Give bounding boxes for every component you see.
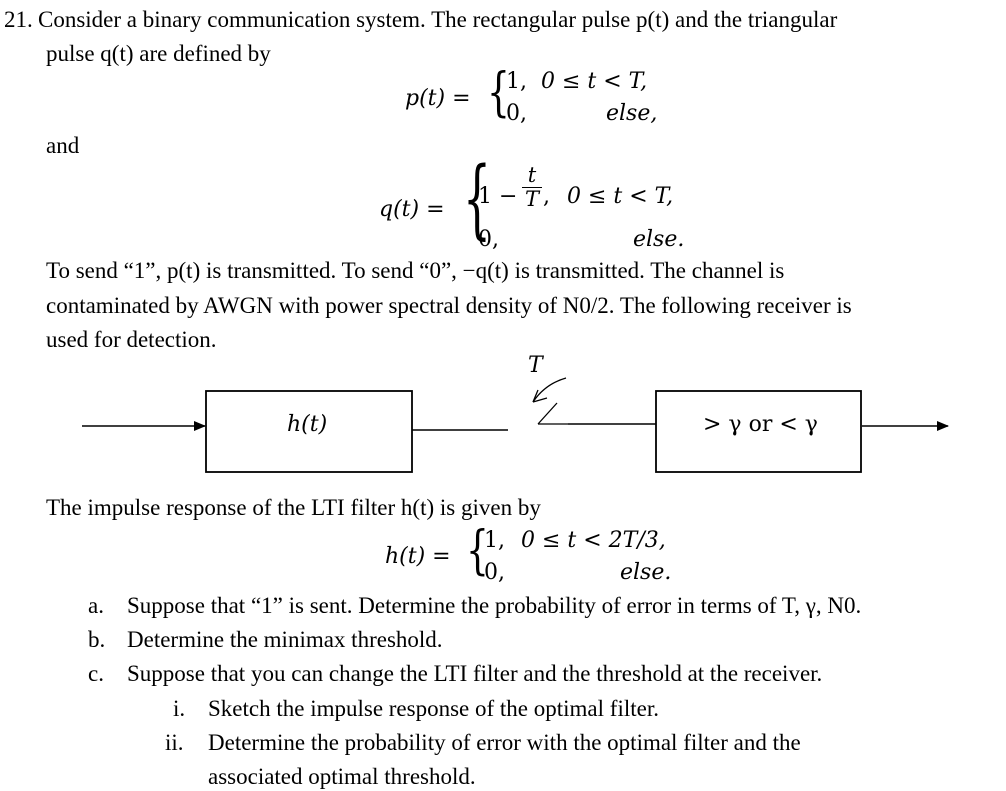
q-def-case2-value: 0, [478, 227, 499, 252]
sampler-arc [532, 377, 567, 403]
sampler-blade [537, 402, 558, 425]
p-def-case1-value: 1, [506, 69, 527, 94]
subpart-i-label: i. [173, 696, 186, 721]
q-def-fraction-bar [522, 187, 542, 188]
part-b-label: b. [88, 627, 106, 652]
q-def-case1-condition: 0 ≤ t < T, [567, 184, 674, 209]
intro-line-2: pulse q(t) are defined by [46, 41, 271, 66]
q-def-case2-condition: else. [633, 227, 685, 252]
para2-line-3: used for detection. [46, 327, 217, 352]
q-def-brace: { [463, 150, 491, 250]
p-def-case1-condition: 0 ≤ t < T, [541, 69, 648, 94]
p-def-lhs: p(t) = [405, 86, 471, 111]
and-word: and [46, 133, 80, 158]
subpart-ii-text-line-2: associated optimal threshold. [208, 764, 476, 789]
q-def-fraction-numerator: t [527, 163, 537, 187]
q-def-lhs: q(t) = [379, 197, 445, 222]
para2-line-2: contaminated by AWGN with power spectral… [46, 293, 852, 318]
h-def-case2-value: 0, [484, 560, 505, 585]
q-def-fraction-denominator: T [524, 187, 539, 211]
q-def-case1-suffix: , [543, 184, 550, 209]
h-def-case1-condition: 0 ≤ t < 2T/3, [521, 528, 666, 553]
filter-box [205, 390, 413, 473]
h-def-brace: { [466, 521, 489, 582]
h-def-case1-value: 1, [484, 528, 505, 553]
para2-line-1: To send “1”, p(t) is transmitted. To sen… [46, 258, 785, 283]
p-def-brace: { [487, 63, 510, 124]
sampler-arc-arrow [532, 389, 548, 403]
q-def-fraction: t T [522, 165, 542, 210]
intro-line-1: Consider a binary communication system. … [38, 7, 838, 32]
subpart-ii-label: ii. [165, 730, 184, 755]
part-b-text: Determine the minimax threshold. [127, 627, 443, 652]
decision-label: > γ or < γ [703, 412, 818, 437]
part-a-label: a. [88, 593, 104, 618]
h-def-case2-condition: else. [620, 560, 672, 585]
h-def-lhs: h(t) = [385, 544, 451, 569]
problem-number: 21. [4, 7, 33, 32]
q-def-case1-prefix: 1 − [478, 184, 518, 209]
p-def-case2-condition: else, [606, 101, 658, 126]
part-c-label: c. [88, 661, 104, 686]
p-def-case2-value: 0, [506, 101, 527, 126]
part-a-text: Suppose that “1” is sent. Determine the … [127, 593, 862, 618]
sampler-label: T [528, 353, 543, 378]
para3-line-1: The impulse response of the LTI filter h… [46, 495, 541, 520]
part-c-text: Suppose that you can change the LTI filt… [127, 661, 823, 686]
subpart-i-text: Sketch the impulse response of the optim… [208, 696, 659, 721]
subpart-ii-text-line-1: Determine the probability of error with … [208, 730, 801, 755]
decision-box [655, 390, 862, 473]
filter-label: h(t) [287, 412, 328, 437]
